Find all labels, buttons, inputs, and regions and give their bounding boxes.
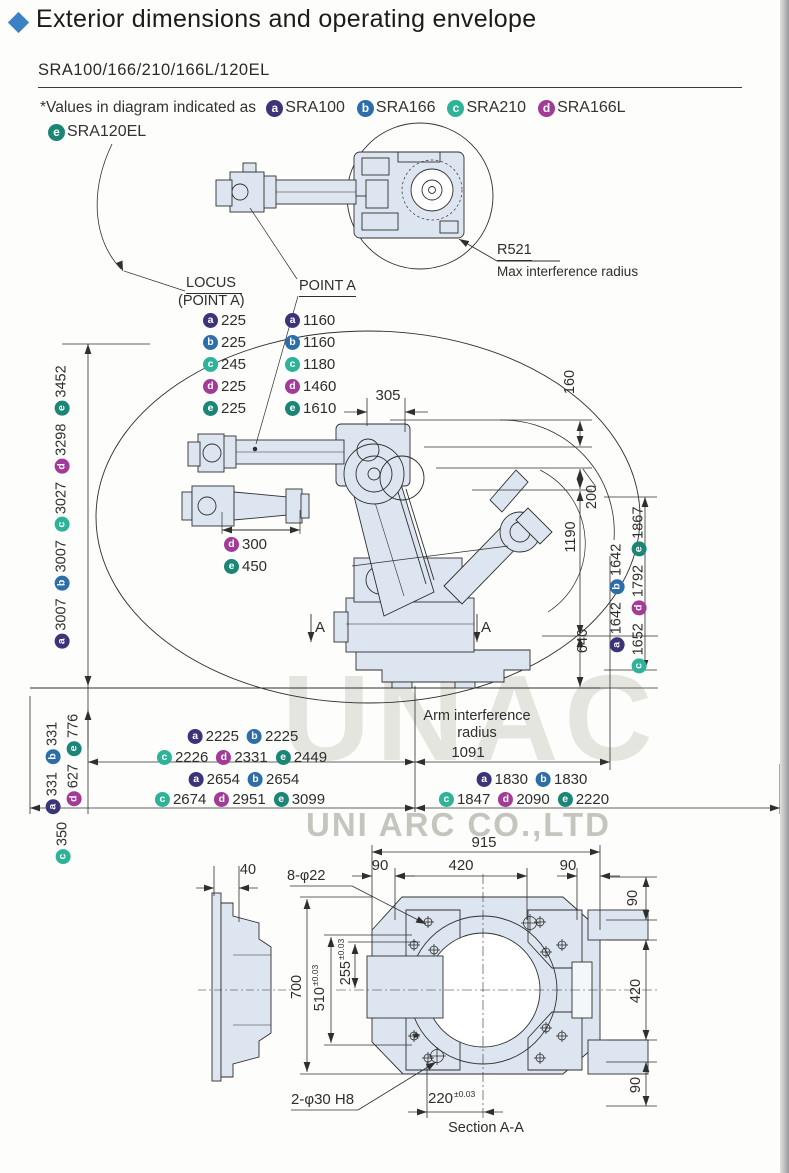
robot-top-view xyxy=(96,122,560,292)
base-section-view xyxy=(198,874,660,1120)
dimension-lines-main xyxy=(29,343,781,814)
page-edge-shadow xyxy=(780,0,789,1173)
dimension-lines-section xyxy=(196,845,657,1118)
watermark-company: UNI ARC CO.,LTD xyxy=(306,806,611,843)
robot-side-view xyxy=(30,295,641,704)
